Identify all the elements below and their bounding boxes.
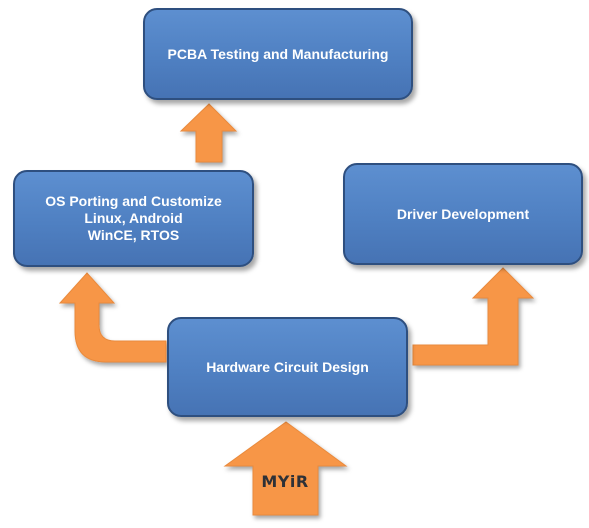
pcba-testing-label: PCBA Testing and Manufacturing	[167, 45, 389, 62]
arrow-hardware-to-os	[58, 272, 167, 363]
pcba-testing-box: PCBA Testing and Manufacturing	[143, 8, 413, 100]
arrow-myir-to-hardware	[223, 421, 348, 516]
os-porting-line-1: OS Porting and Customize	[45, 193, 222, 209]
hardware-circuit-design-box: Hardware Circuit Design	[167, 317, 408, 417]
driver-development-label: Driver Development	[396, 205, 530, 222]
os-porting-line-2: Linux, Android	[84, 210, 183, 226]
hardware-circuit-design-label: Hardware Circuit Design	[206, 358, 369, 375]
arrow-os-to-pcba	[179, 103, 238, 163]
os-porting-box: OS Porting and Customize Linux, Android …	[13, 170, 254, 267]
os-porting-line-3: WinCE, RTOS	[87, 227, 180, 243]
myir-logo: MYiR	[261, 472, 309, 491]
arrow-hardware-to-driver	[412, 267, 535, 366]
driver-development-box: Driver Development	[343, 163, 583, 265]
